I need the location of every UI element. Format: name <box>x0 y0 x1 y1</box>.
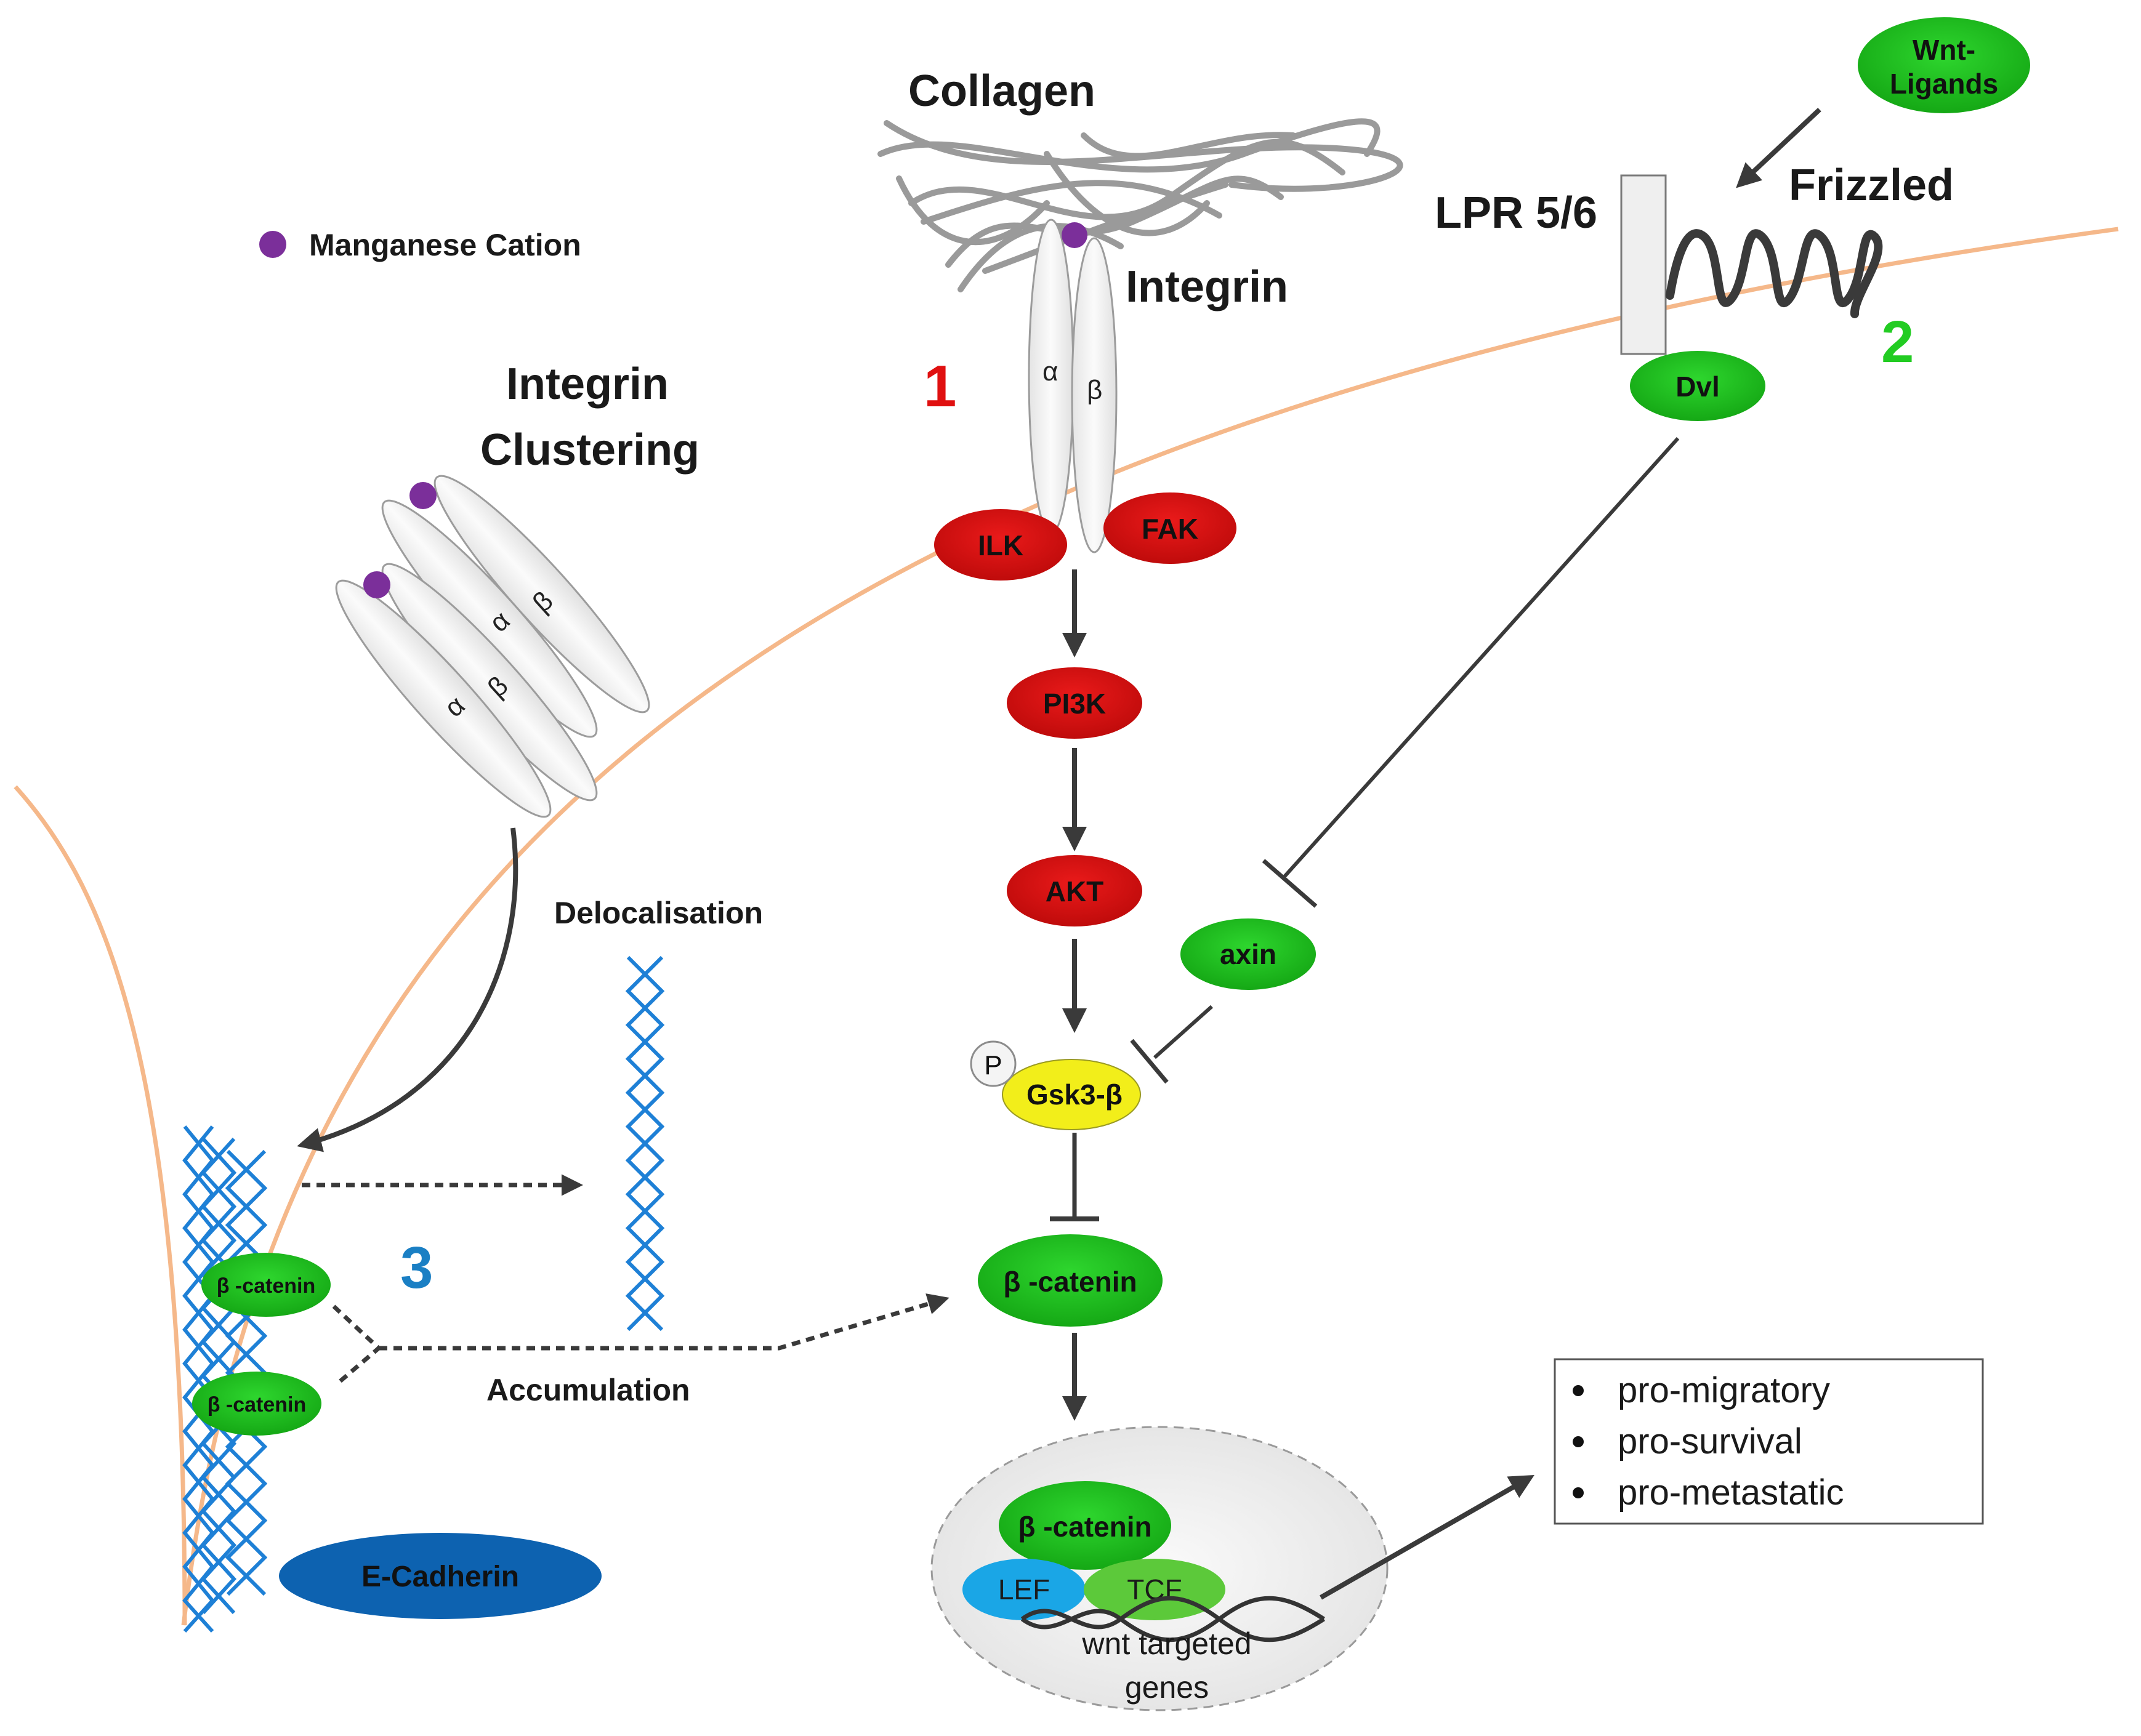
beta-catenin-membrane-node-2 <box>192 1372 321 1436</box>
actin-filament-delocalized <box>625 955 665 1332</box>
pi3k-label: PI3K <box>1043 688 1106 720</box>
outcome-bullet <box>1573 1487 1584 1498</box>
beta-catenin-membrane-label-2: β -catenin <box>208 1393 307 1417</box>
outcome-item: pro-survival <box>1618 1421 1802 1461</box>
gsk3b-node <box>1002 1059 1141 1130</box>
manganese-cation <box>363 571 390 598</box>
axin-label: axin <box>1220 938 1276 970</box>
integrin-cluster: α β α β <box>335 475 650 818</box>
pathway-number-2: 2 <box>1881 309 1914 375</box>
outcome-item: pro-migratory <box>1618 1370 1830 1410</box>
pathway-number-1: 1 <box>924 353 956 419</box>
beta-catenin-membrane-node-1 <box>201 1253 331 1317</box>
dvl-node <box>1630 351 1765 421</box>
manganese-legend-label: Manganese Cation <box>309 228 581 262</box>
wnt-genes-label-line2: genes <box>1125 1670 1209 1705</box>
arrow-delocalisation <box>297 827 518 1152</box>
wnt-ligands-label-line1: Wnt- <box>1913 34 1975 66</box>
manganese-cation <box>1062 222 1087 248</box>
frizzled-label: Frizzled <box>1789 161 1954 210</box>
integrin-receptor: α β <box>1028 219 1118 553</box>
ilk-node <box>934 509 1067 581</box>
wnt-ligands-label-line2: Ligands <box>1890 68 1998 100</box>
integrin-label: Integrin <box>1126 262 1288 311</box>
ilk-label: ILK <box>978 529 1023 561</box>
arrow-wnt-to-frizzled <box>1736 108 1821 188</box>
accumulation-label: Accumulation <box>486 1373 690 1407</box>
dvl-label: Dvl <box>1675 371 1720 403</box>
beta-catenin-nuclear-node <box>999 1481 1171 1570</box>
frizzled-receptor <box>1666 229 1883 318</box>
inhibition-axin-to-gsk3 <box>1153 1005 1213 1059</box>
cell-membrane-adjacent <box>14 785 187 1626</box>
lef-node <box>962 1559 1086 1620</box>
integrin-clustering-label-line2: Clustering <box>480 425 700 475</box>
beta-catenin-membrane-label-1: β -catenin <box>217 1274 316 1298</box>
pathway-number-3: 3 <box>400 1235 433 1301</box>
wnt-genes-label-line1: wnt targeted <box>1081 1626 1251 1661</box>
tcf-node <box>1084 1559 1225 1620</box>
e-cadherin-node <box>279 1533 602 1619</box>
beta-catenin-label: β -catenin <box>1003 1266 1137 1298</box>
fak-node <box>1103 492 1236 564</box>
gsk3b-label: Gsk3-β <box>1026 1079 1123 1111</box>
beta-catenin-node <box>978 1234 1163 1327</box>
outcomes-box <box>1554 1358 1984 1525</box>
integrin-beta-label: β <box>1087 375 1102 405</box>
akt-label: AKT <box>1046 875 1104 907</box>
arrow-nucleus-to-outcomes <box>1320 1475 1534 1600</box>
integrin-clustering-label-line1: Integrin <box>506 360 669 409</box>
lpr-receptor <box>1620 174 1667 355</box>
outcome-item: pro-metastatic <box>1618 1473 1844 1513</box>
inhibition-dvl-to-axin <box>1282 436 1680 879</box>
manganese-cation <box>409 482 437 509</box>
delocalisation-label: Delocalisation <box>554 896 763 930</box>
beta-catenin-nuclear-label: β -catenin <box>1018 1511 1151 1543</box>
phospho-group <box>970 1040 1017 1087</box>
inhibition-bar-gsk3 <box>1130 1039 1169 1084</box>
phospho-label: P <box>984 1050 1002 1080</box>
lef-label: LEF <box>998 1573 1050 1605</box>
collagen-label: Collagen <box>908 66 1095 116</box>
pi3k-node <box>1007 667 1142 739</box>
fak-label: FAK <box>1142 513 1198 545</box>
akt-node <box>1007 855 1142 926</box>
outcome-bullet <box>1573 1385 1584 1396</box>
manganese-legend-icon <box>259 231 286 258</box>
e-cadherin-label: E-Cadherin <box>361 1561 519 1593</box>
wnt-ligands-node <box>1858 17 2030 113</box>
outcomes-list: pro-migratory pro-survival pro-metastati… <box>1573 1370 1844 1513</box>
axin-node <box>1180 918 1316 990</box>
inhibition-bar-axin <box>1262 859 1318 908</box>
integrin-alpha-label: α <box>1042 356 1058 387</box>
dna-helix <box>1020 1596 1325 1642</box>
outcome-bullet <box>1573 1436 1584 1447</box>
dashed-arrow-accumulation <box>332 1299 945 1387</box>
lpr-label: LPR 5/6 <box>1435 188 1597 238</box>
collagen-fibers <box>877 118 1403 292</box>
